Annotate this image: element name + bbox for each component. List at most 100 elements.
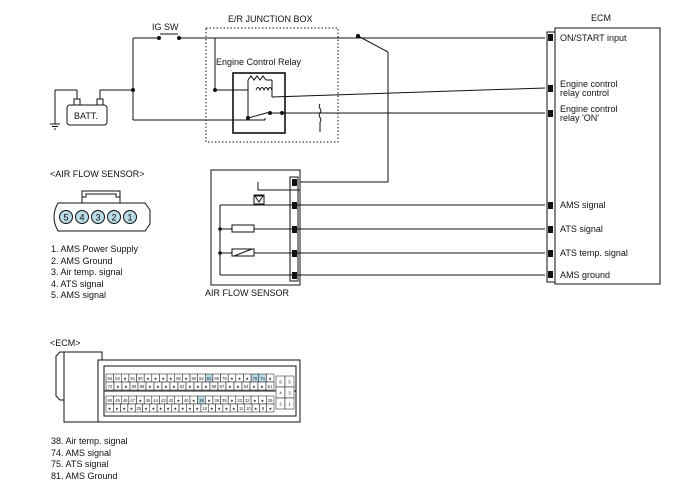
ecm-cell-number: ★ <box>116 384 120 389</box>
ecm-cell-number: 83 <box>191 376 196 381</box>
ecm-cell-number: 49 <box>115 398 120 403</box>
ecm-cell-number: 33 <box>237 398 242 403</box>
ecm-pin-blocks <box>548 34 553 278</box>
connector-pin <box>123 210 137 224</box>
ecm-cell-number: 38 <box>199 398 204 403</box>
ecm-cell-number: ★ <box>192 398 196 403</box>
ecm-cell-number: ★ <box>148 384 152 389</box>
relay-label: Engine Control Relay <box>216 57 302 67</box>
air-flow-sensor-block <box>210 169 301 286</box>
ecm-cell-number: ★ <box>159 406 163 411</box>
ecm-cell <box>266 403 275 413</box>
ecm-pin-label: ATS temp. signal <box>560 248 628 258</box>
battery-label: BATT. <box>74 111 98 121</box>
connector-pin <box>59 210 73 224</box>
ecm-cell <box>265 381 275 391</box>
ecm-side-cell-number: 4 <box>279 391 282 396</box>
ecm-cell-number: ★ <box>169 376 173 381</box>
junction-box <box>205 27 339 143</box>
ecm-cell-number: ★ <box>225 406 229 411</box>
ecm-cell-number: 57 <box>220 384 225 389</box>
ecm-cell-number: 43 <box>161 398 166 403</box>
ecm-side-cell-number: 6 <box>279 380 282 385</box>
ecm-cell-number: ★ <box>253 398 257 403</box>
ecm-cell-number: ★ <box>260 384 264 389</box>
legend-item: 74. AMS signal <box>51 447 112 458</box>
ecm-side-cell-number: 1 <box>288 402 291 407</box>
ecm-cell-number: ★ <box>228 384 232 389</box>
ecm-cell-number: 47 <box>130 398 135 403</box>
air-flow-sensor-label: AIR FLOW SENSOR <box>205 288 290 298</box>
battery <box>66 104 108 126</box>
ecm-cell-number: 35 <box>222 398 227 403</box>
ecm-cell-number: 75 <box>253 376 258 381</box>
ecm-cell-number: 58 <box>212 384 217 389</box>
legend-item: 3. Air temp. signal <box>51 267 123 278</box>
ecm-cell-number: ★ <box>181 406 185 411</box>
ecm-cell-number: 48 <box>123 398 128 403</box>
ecm-cell-number: ★ <box>122 406 126 411</box>
ecm-cell-number: 25 <box>137 406 142 411</box>
connector-pin <box>75 210 89 224</box>
ecm-cell-number: 72 <box>108 384 113 389</box>
legend-item: 5. AMS signal <box>51 290 107 301</box>
ecm-cell-number: 44 <box>153 398 158 403</box>
ecm-cell-number: ★ <box>124 384 128 389</box>
ecm-cell-number: ★ <box>152 406 156 411</box>
ecm-cell-number: ★ <box>217 406 221 411</box>
ecm-cell-number: ★ <box>188 384 192 389</box>
connector-pin-number: 4 <box>79 213 84 223</box>
ecm-cell-number: 40 <box>184 398 189 403</box>
schematic <box>50 27 661 286</box>
ecm-cell-number: 84 <box>107 376 112 381</box>
ecm-cell-number: 18 <box>202 406 207 411</box>
ecm-cell-number: 36 <box>214 398 219 403</box>
legend-item: 2. AMS Ground <box>51 255 113 266</box>
ecm-cell-number: 54 <box>244 384 249 389</box>
ecm-cell-number: 79 <box>222 376 227 381</box>
ecm-cell-number: ★ <box>188 406 192 411</box>
connector-pin <box>107 210 121 224</box>
ecm-cell-number: 45 <box>146 398 151 403</box>
ecm-side-cell-number: 2 <box>279 402 282 407</box>
ecm-label: ECM <box>591 13 611 23</box>
ecm-cell-number: ★ <box>230 398 234 403</box>
ecm-cell-number: ★ <box>245 376 249 381</box>
ecm-cell-number: ★ <box>232 406 236 411</box>
ecm-cell-number: ★ <box>123 376 127 381</box>
ecm-cell-number: 69 <box>132 384 137 389</box>
ecm-cell-number: ★ <box>161 376 165 381</box>
connector-pin-number: 1 <box>127 213 132 223</box>
ecm-cell-number: ★ <box>254 406 258 411</box>
ecm-pin-label: ON/START input <box>560 33 627 43</box>
ecm-cell-number: ★ <box>146 376 150 381</box>
ecm-cell-number: ★ <box>261 398 265 403</box>
ecm-cell-number: 81 <box>207 376 212 381</box>
connector-pin <box>91 210 105 224</box>
connector-pin-number: 2 <box>111 213 116 223</box>
ecm-cell-number: ★ <box>172 384 176 389</box>
ecm-cell-number: 8 <box>262 406 265 411</box>
ecm-cell-number: ★ <box>115 406 119 411</box>
ecm-cell-number: 82 <box>199 376 204 381</box>
ecm-cell-number: ★ <box>210 406 214 411</box>
ecm-block <box>554 27 661 285</box>
ecm-cell-number: ★ <box>252 384 256 389</box>
ecm-cell-number: 29 <box>268 398 273 403</box>
legend-item: 75. ATS signal <box>51 459 109 470</box>
ecm-cell-number: ★ <box>230 376 234 381</box>
ecm-cell-number: 62 <box>180 384 185 389</box>
ecm-side-cell-number: 3 <box>288 391 291 396</box>
ig-switch-label: IG SW <box>152 22 179 32</box>
ecm-cell-number: 91 <box>130 376 135 381</box>
ecm-pin-label: ATS signal <box>560 224 603 234</box>
ecm-pin-label: relay 'ON' <box>560 113 599 123</box>
ecm-cell-number: ★ <box>174 406 178 411</box>
ecm-pin-label: Engine control <box>560 104 618 114</box>
ecm-cell-number: 85 <box>176 376 181 381</box>
ecm-cell-number: ★ <box>130 406 134 411</box>
